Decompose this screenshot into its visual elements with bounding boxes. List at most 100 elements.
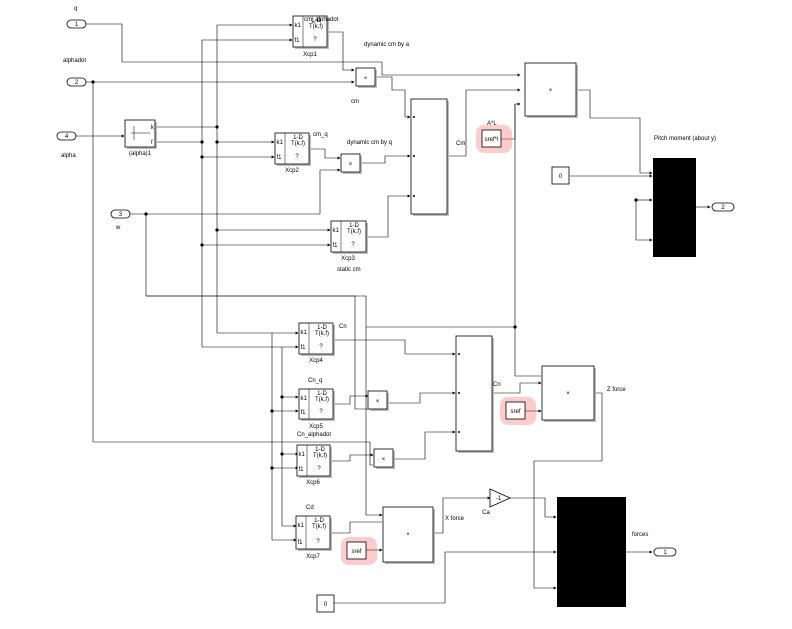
svg-text:k: k — [151, 125, 155, 131]
product-z-force[interactable]: × — [541, 365, 596, 422]
junction-dots — [91, 80, 638, 470]
gain-label: Ca — [482, 510, 490, 516]
label-dynamic-cm-by-q: dynamic cm by q — [347, 140, 392, 146]
constant-zero-pitch[interactable]: 0 — [551, 166, 570, 185]
lookup-f-port: f1 — [299, 467, 305, 473]
lookup-name: Xcp5 — [309, 424, 323, 430]
label-pitch-moment: Pitch moment (about y) — [654, 136, 716, 142]
lookup-equation: T(k,f) — [347, 229, 361, 235]
constant-sref-z[interactable]: sref — [500, 397, 536, 425]
sum-cm[interactable] — [410, 98, 449, 216]
lookup-interp-icon: ? — [319, 344, 323, 350]
lookup-f-port: f1 — [301, 345, 307, 351]
product-x-force[interactable]: × — [382, 506, 435, 564]
lookup-output-label: Cn — [339, 324, 347, 330]
mux-pitch-moment[interactable] — [653, 158, 696, 257]
inport-alpha-label: alpha — [61, 153, 76, 159]
lookup-interp-icon: ? — [317, 466, 321, 472]
lookup-output-label: static cm — [337, 267, 361, 273]
outport-2[interactable]: 2 — [711, 202, 735, 212]
label-x-force: X force — [445, 516, 465, 522]
mux-forces[interactable] — [557, 497, 626, 607]
constant-sref-l[interactable]: sref*l — [476, 125, 512, 153]
product-cm[interactable]: × — [355, 67, 377, 88]
lookup-k-port: k1 — [333, 228, 340, 234]
lookup-equation-dim: 1-D — [311, 18, 321, 24]
lookup-output-label: cm_alphadot — [304, 17, 339, 23]
lookup-name: Xcp1 — [303, 52, 317, 58]
lookup-k-port: k1 — [295, 23, 302, 29]
lookup-body — [296, 444, 331, 477]
inport-alpha[interactable]: 4 alpha — [56, 131, 77, 159]
label-Cn-sum: Cn — [493, 382, 501, 388]
svg-text:1: 1 — [75, 22, 79, 28]
outport-1[interactable]: 1 — [653, 547, 677, 557]
product-cn-alphadot[interactable]: × — [373, 448, 395, 469]
label-forces: forces — [632, 532, 648, 538]
inport-q[interactable]: 1 q — [66, 6, 87, 29]
constant-zero-forces[interactable]: 0 — [316, 594, 335, 613]
svg-text:3: 3 — [119, 212, 123, 218]
inport-q-label: q — [74, 6, 77, 12]
svg-text:×: × — [376, 399, 380, 405]
lookup-body — [274, 132, 310, 165]
prelookup-name: (alpha)1 — [129, 151, 152, 157]
svg-text:0: 0 — [324, 602, 328, 608]
gain-ca[interactable]: -1 Ca — [482, 488, 511, 516]
svg-text:2: 2 — [721, 205, 725, 211]
label-dynamic-cm-by-a: dynamic cm by a — [364, 42, 410, 48]
svg-text:×: × — [549, 88, 553, 94]
lookup-equation-dim: 1-D — [314, 518, 324, 524]
lookup-output-label: Cn_alphadot — [297, 432, 331, 438]
lookup-f-port: f1 — [295, 38, 301, 44]
lookup-body — [330, 220, 367, 253]
lookup-interp-icon: ? — [295, 154, 299, 160]
svg-text:-1: -1 — [496, 496, 502, 502]
prelookup-block[interactable]: k f (alpha)1 — [124, 119, 157, 157]
product-dynamic-q[interactable]: × — [340, 153, 362, 174]
svg-text:f: f — [151, 140, 153, 146]
lookup-k-port: k1 — [299, 452, 306, 458]
inport-w-label: w — [115, 225, 121, 231]
signal-wires — [76, 23, 711, 604]
svg-text:2: 2 — [75, 80, 79, 86]
lookup-xcp6[interactable]: k1 f1 1-DT(k,f)? Xcp6 Cn_alphadot — [296, 432, 332, 486]
label-z-force: Z force — [607, 387, 626, 393]
sum-cn[interactable] — [455, 335, 494, 453]
svg-text:×: × — [566, 391, 570, 397]
svg-text:×: × — [364, 76, 368, 82]
product-cn-q[interactable]: × — [367, 390, 389, 411]
lookup-name: Xcp4 — [309, 358, 323, 364]
svg-text:1: 1 — [663, 550, 667, 556]
lookup-name: Xcp7 — [306, 554, 320, 560]
svg-text:×: × — [406, 532, 410, 538]
lookup-k-port: k1 — [277, 140, 284, 146]
lookup-name: Xcp2 — [285, 168, 299, 174]
lookup-body — [298, 322, 334, 355]
constant-sref-x[interactable]: sref — [341, 537, 377, 565]
lookup-equation: T(k,f) — [315, 397, 329, 403]
lookup-equation-dim: 1-D — [315, 447, 325, 453]
lookup-name: Xcp6 — [306, 480, 320, 486]
lookup-k-port: k1 — [301, 330, 308, 336]
lookup-equation: T(k,f) — [312, 524, 326, 530]
svg-text:sref: sref — [510, 409, 520, 415]
svg-text:4: 4 — [65, 134, 69, 140]
label-Cm: Cm — [456, 141, 465, 147]
lookup-equation: T(k,f) — [313, 453, 327, 459]
svg-text:sref: sref — [351, 549, 361, 555]
lookup-interp-icon: ? — [319, 409, 323, 415]
product-pitch[interactable]: × — [524, 62, 578, 118]
inport-w[interactable]: 3 w — [110, 209, 131, 231]
lookup-interp-icon: ? — [316, 539, 320, 545]
inport-alphadot[interactable]: 2 alphadot — [63, 58, 87, 87]
lookup-equation-dim: 1-D — [317, 325, 327, 331]
lookup-output-label: cm_q — [313, 132, 328, 138]
